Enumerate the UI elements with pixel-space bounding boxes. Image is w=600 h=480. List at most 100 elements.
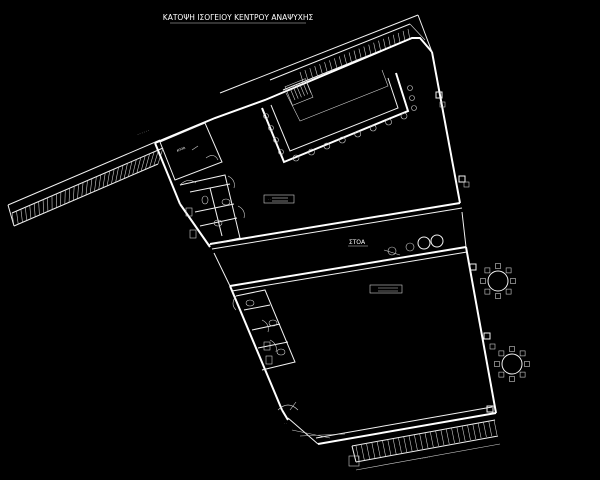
stair-step: [348, 52, 352, 63]
ramp-step: [98, 174, 102, 190]
stair-step: [302, 82, 309, 95]
ramp-step: [25, 207, 28, 221]
ramp-step: [136, 157, 142, 174]
chair: [480, 278, 486, 284]
ramp-step: [38, 201, 40, 216]
stair-step: [435, 430, 439, 447]
stair-step: [343, 54, 348, 65]
bar-stool: [263, 113, 269, 119]
stair-step: [338, 56, 343, 67]
ramp-step: [119, 165, 124, 181]
bar-stool: [308, 148, 315, 156]
stair-step: [314, 66, 318, 77]
stair-step: [456, 426, 461, 443]
bar-stool: [400, 112, 408, 120]
bar-inner-stair: [284, 78, 314, 106]
stair-step: [445, 428, 450, 445]
stair-step: [305, 80, 312, 94]
stair-step: [304, 69, 309, 81]
stair-step: [371, 442, 376, 459]
chair: [495, 263, 501, 269]
bar-stool: [409, 95, 415, 101]
svg-text:· · · · · ·: · · · · · ·: [419, 455, 430, 461]
svg-text:ΑΠΟΘ.: ΑΠΟΘ.: [176, 145, 187, 152]
ramp-step: [94, 176, 97, 192]
entry-room: ΑΠΟΘ.: [159, 122, 223, 181]
ramp-step: [149, 151, 155, 168]
upper-wc-block: [179, 174, 245, 246]
bar-counter: [261, 69, 417, 164]
ramp-step: [85, 180, 88, 196]
stair-step: [296, 85, 302, 98]
bar-stool: [273, 137, 279, 143]
chair: [484, 267, 491, 274]
ramp-step: [145, 153, 150, 170]
stair-step: [334, 58, 338, 69]
stair-step: [414, 434, 418, 451]
stair-step: [397, 32, 401, 44]
ramp-step: [29, 205, 32, 219]
stair-step: [378, 40, 382, 52]
upper-building-walls: [154, 14, 463, 250]
stair-step: [419, 433, 423, 450]
upper-area-tag: · ·: [263, 194, 295, 204]
bar-stool: [411, 105, 417, 111]
chair: [505, 288, 512, 295]
stair-step: [368, 44, 372, 56]
stair-step: [383, 38, 386, 50]
stair-step: [440, 429, 445, 446]
chair: [519, 371, 526, 378]
chair: [484, 288, 491, 295]
bottom-stair: · · · · · ·: [348, 419, 501, 471]
stair-step: [392, 34, 396, 46]
stair-step: [299, 83, 305, 96]
stair-step: [493, 419, 498, 436]
chair: [509, 346, 515, 352]
stoa-label: ΣΤΟΑ: [349, 239, 366, 246]
stair-step: [358, 48, 362, 60]
ramp-step: [81, 182, 84, 197]
stair-step: [388, 36, 391, 48]
stair-step: [319, 64, 323, 75]
stair-step: [361, 444, 365, 461]
ramp-step: [16, 211, 19, 225]
upper-columns: [435, 91, 470, 188]
chair: [494, 361, 500, 367]
ramp-step: [11, 212, 15, 227]
bar-stool: [323, 142, 331, 150]
stair-step: [387, 439, 392, 456]
stair-step: [398, 437, 402, 454]
bar-stool: [407, 85, 413, 91]
chair: [498, 350, 505, 357]
lower-entrance: · ·: [284, 417, 346, 445]
ramp-step: [42, 199, 44, 214]
ramp-step: [115, 167, 119, 183]
ramp-step: [132, 159, 137, 176]
stair-step: [451, 427, 455, 444]
bar-stool: [385, 118, 392, 126]
bar-stool: [338, 136, 346, 144]
chair: [505, 267, 512, 274]
ramp-step: [89, 178, 93, 194]
stair-step: [430, 431, 434, 448]
stair-step: [353, 50, 357, 62]
bar-stool: [354, 130, 362, 138]
top-stair: [219, 14, 419, 94]
stair-step: [299, 71, 304, 83]
ramp-step: [72, 186, 75, 201]
stair-step: [408, 435, 413, 452]
drawing-title: ΚΑΤΟΨΗ ΙΣΟΓΕΙΟΥ ΚΕΝΤΡΟΥ ΑΝΑΨΥΧΗΣ: [163, 13, 314, 22]
left-entrance-ramp: · · · · · ·: [7, 128, 164, 227]
ramp-step: [123, 163, 128, 179]
ramp-step: [106, 170, 111, 186]
stair-step: [424, 432, 429, 449]
chair: [509, 376, 515, 382]
stair-step: [292, 86, 299, 99]
bar-stool: [278, 149, 284, 155]
lower-columns: [277, 263, 496, 413]
bar-stool: [369, 124, 377, 132]
ramp-step: [111, 168, 115, 185]
outdoor-table-2: [494, 346, 530, 382]
ramp-step: [20, 209, 23, 223]
lower-wc-block: [232, 289, 296, 371]
